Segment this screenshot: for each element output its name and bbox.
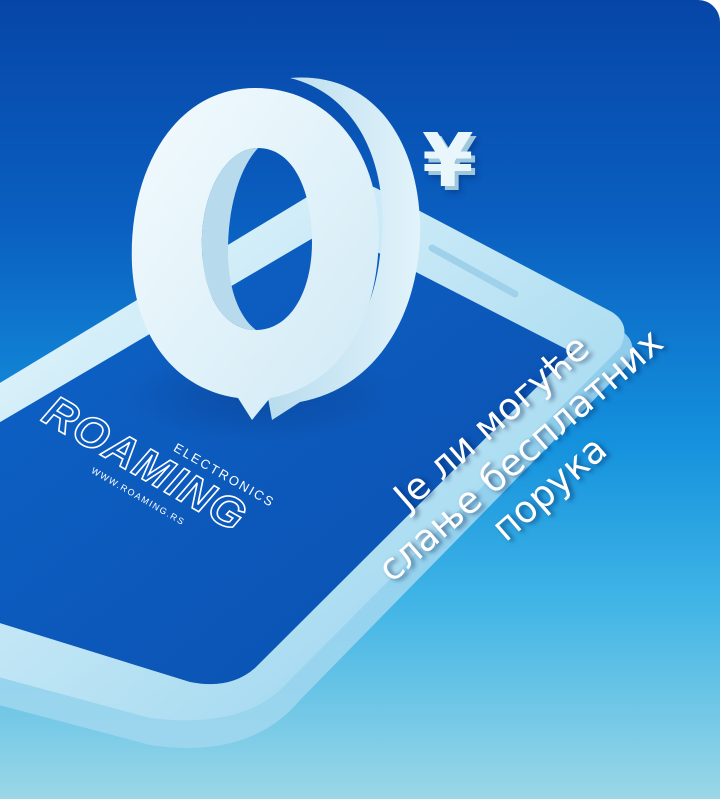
yen-symbol: ¥ <box>422 118 474 204</box>
pin-front <box>131 88 379 420</box>
pin-side <box>268 77 421 420</box>
phone-screen <box>0 228 572 685</box>
pin-hole-depth <box>201 148 258 330</box>
phone-speaker-slot <box>428 244 519 298</box>
